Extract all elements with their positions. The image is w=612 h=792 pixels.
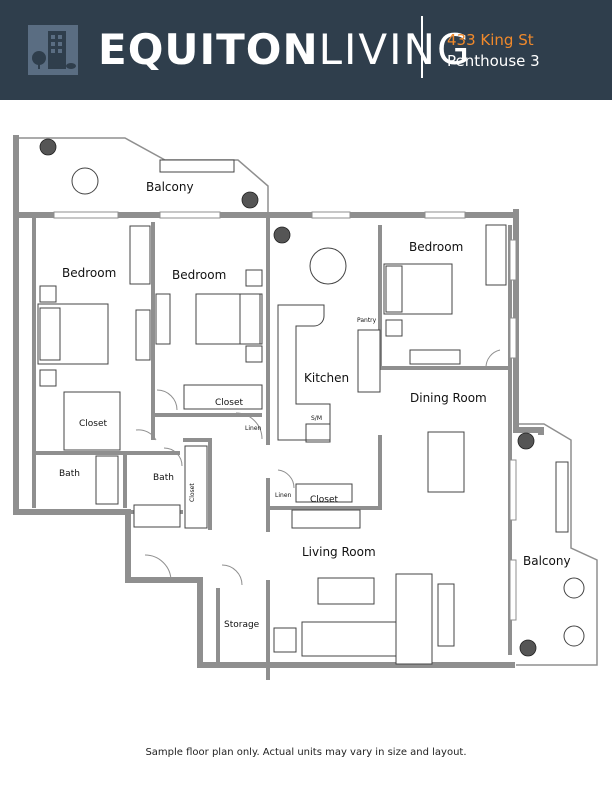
room-label-linen-kitchen: Linen <box>245 425 262 432</box>
property-address: 433 King St <box>447 31 534 49</box>
building-logo-icon <box>28 25 78 75</box>
door-swings <box>135 349 501 586</box>
cabinet-lines <box>63 304 353 503</box>
room-label-closet-living: Closet <box>310 495 339 505</box>
disclaimer-note: Sample floor plan only. Actual units may… <box>145 747 467 758</box>
room-label-living-room: Living Room <box>302 545 376 559</box>
balcony-outline-right <box>516 423 598 666</box>
header-bar: EQUITONLIVING 433 King St Penthouse 3 <box>0 0 612 100</box>
room-label-bedroom-left: Bedroom <box>62 266 116 280</box>
room-label-balcony-right: Balcony <box>523 554 571 568</box>
furniture <box>37 159 585 665</box>
floor-plan: Balcony Bedroom Bedroom Bedroom Pantry K… <box>13 135 598 680</box>
header-divider <box>421 16 423 78</box>
room-label-linen-living: Linen <box>275 492 292 499</box>
brand-name-light: LIVING <box>318 25 472 74</box>
room-label-closet-middle: Closet <box>215 398 244 408</box>
window-marks <box>53 211 517 621</box>
room-label-bedroom-middle: Bedroom <box>172 268 226 282</box>
room-label-storage: Storage <box>224 620 260 630</box>
room-label-bedroom-right: Bedroom <box>409 240 463 254</box>
room-label-pantry: Pantry <box>357 317 377 324</box>
brand-name-bold: EQUITON <box>98 25 319 74</box>
room-label-balcony-top: Balcony <box>146 180 194 194</box>
room-label-closet-left: Closet <box>79 419 108 429</box>
room-label-bath-left: Bath <box>59 469 80 479</box>
brand-wordmark: EQUITONLIVING <box>98 22 472 78</box>
room-label-bath-middle: Bath <box>153 473 174 483</box>
unit-name: Penthouse 3 <box>447 52 540 70</box>
room-label-kitchen: Kitchen <box>304 371 349 385</box>
plants <box>39 138 537 657</box>
room-label-dining-room: Dining Room <box>410 391 487 405</box>
room-label-closet-bath: Closet <box>189 483 196 502</box>
range-label: S/M <box>311 415 322 422</box>
